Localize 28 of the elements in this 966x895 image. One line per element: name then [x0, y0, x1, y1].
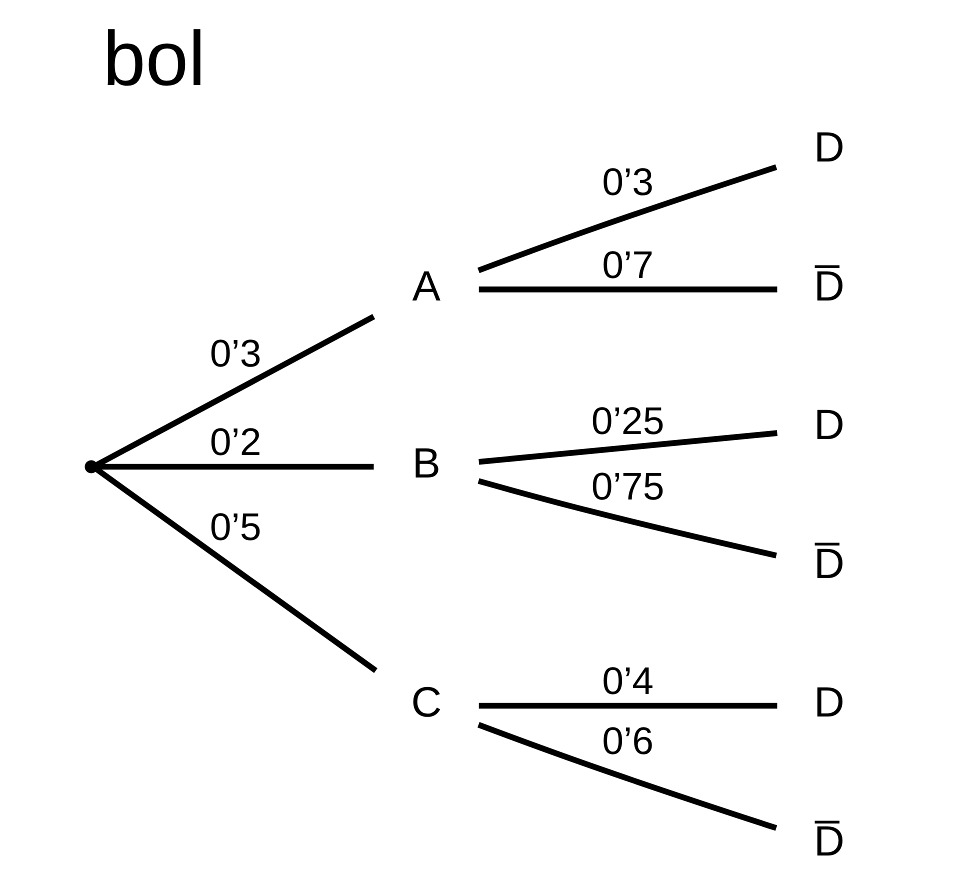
connector — [94, 467, 377, 673]
connector — [478, 430, 777, 465]
edge-label: 0’75 — [590, 466, 664, 509]
edge-label: 0’3 — [209, 332, 261, 376]
edge-label: 0’6 — [602, 720, 654, 763]
connector — [477, 164, 777, 274]
node-text: D̅ — [813, 262, 844, 310]
connector — [478, 286, 777, 292]
node-point — [84, 460, 98, 474]
node-text: D̅ — [813, 817, 844, 864]
node-text: B — [412, 440, 440, 487]
node-text: D — [813, 401, 844, 448]
diagram-title: bol — [102, 16, 206, 102]
node-text: D — [813, 678, 844, 726]
node-text: D̅ — [813, 540, 844, 587]
edge-label: 0’2 — [209, 421, 261, 464]
node-text: A — [412, 262, 440, 310]
node-text: C — [410, 678, 442, 726]
connector — [96, 464, 374, 470]
edge-label: 0’3 — [602, 161, 654, 204]
edge-label: 0’7 — [602, 244, 654, 287]
edge-label: 0’4 — [602, 660, 654, 704]
edge-label: 0’25 — [590, 400, 664, 444]
node-text: D — [813, 123, 844, 170]
connector — [478, 702, 777, 709]
edge-label: 0’5 — [209, 506, 261, 550]
connector — [477, 722, 777, 831]
connector — [477, 478, 776, 558]
